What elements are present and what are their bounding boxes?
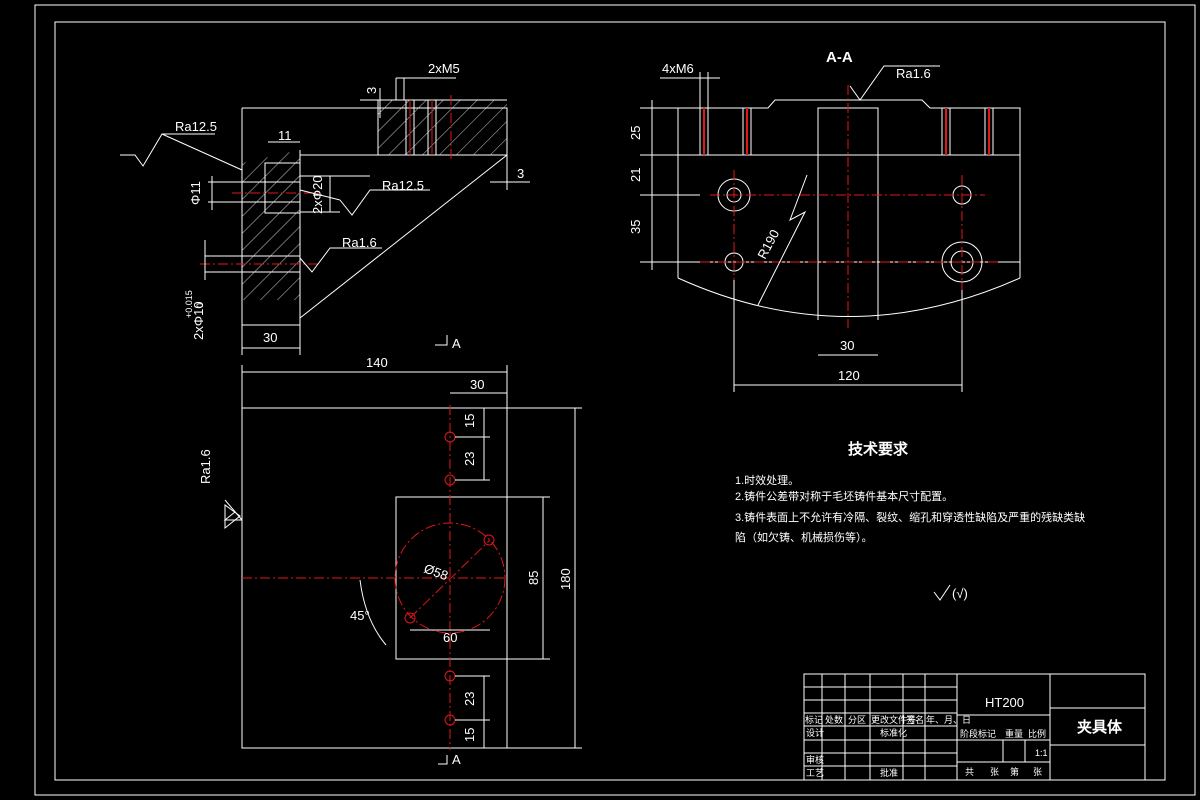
row-standard: 标准化	[880, 727, 907, 738]
row-approve: 批准	[880, 767, 898, 778]
col-header-mark: 标记	[805, 714, 823, 725]
front-view: 140 30 15 23 23 15 85 180 60 Ø58 45° Ra1…	[198, 355, 582, 767]
dim-3-right: 3	[517, 166, 524, 181]
dim-30-front: 30	[470, 377, 484, 392]
thread-callout-2xm5: 2xM5	[428, 61, 460, 76]
inner-frame	[54, 21, 1166, 781]
dim-23-top: 23	[462, 452, 477, 466]
sheet-number-prefix: 第	[1010, 766, 1019, 777]
dim-60: 60	[443, 630, 457, 645]
col-header-change-doc: 更改文件号	[871, 714, 916, 725]
dim-2x-phi10: 2xΦ10	[191, 301, 206, 340]
dim-11: 11	[278, 128, 292, 143]
stage-mark-header: 阶段标记	[960, 728, 996, 739]
dim-15-bottom: 15	[462, 728, 477, 742]
dim-45-deg: 45°	[350, 608, 370, 623]
sheet-number-suffix: 张	[1033, 767, 1042, 777]
row-process: 工艺	[806, 768, 824, 778]
sheet-total-suffix: 张	[990, 767, 999, 777]
row-design: 设计	[806, 727, 824, 738]
dim-30-left: 30	[263, 330, 277, 345]
section-view-a-a: A-A R190	[628, 49, 1021, 392]
col-header-sign: 签名	[906, 714, 924, 725]
dim-35: 35	[628, 220, 643, 234]
roughness-ra12-5-right: Ra12.5	[382, 178, 424, 193]
dim-23-bottom: 23	[462, 692, 477, 706]
section-title: A-A	[826, 49, 853, 66]
tech-title: 技术要求	[848, 440, 909, 458]
dim-phi11: Φ11	[188, 181, 203, 205]
tech-item-1: 1.时效处理。	[735, 473, 799, 487]
thread-callout-4xm6: 4xM6	[662, 61, 694, 76]
dim-25: 25	[628, 126, 643, 140]
dim-140: 140	[366, 355, 388, 370]
part-name: 夹具体	[1077, 718, 1123, 736]
title-block: 标记 处数 分区 更改文件号 签名 年、月、日 设计 标准化 审核 工艺 批准 …	[803, 673, 1146, 781]
dim-30-right: 30	[840, 338, 854, 353]
dim-120: 120	[838, 368, 860, 383]
section-marker-bottom: A	[452, 752, 461, 767]
roughness-note: (√)	[952, 586, 968, 601]
dim-21: 21	[628, 168, 643, 182]
roughness-ra1-6-left: Ra1.6	[342, 235, 377, 250]
tech-item-2: 2.铸件公差带对称于毛坯铸件基本尺寸配置。	[735, 489, 953, 503]
section-marker-top: A	[452, 336, 461, 351]
col-header-zone: 分区	[848, 715, 866, 725]
tech-item-4: 陷（如欠铸、机械损伤等）。	[735, 530, 873, 544]
roughness-ra1-6-section: Ra1.6	[896, 66, 931, 81]
outer-frame	[34, 4, 1196, 796]
dim-85: 85	[526, 571, 541, 585]
roughness-ra1-6-front: Ra1.6	[198, 449, 213, 484]
scale-value: 1:1	[1035, 748, 1048, 758]
left-top-view: 2xM5 3 11 3 30 Φ11 2xΦ20 2xΦ10 +0.015 0 …	[120, 61, 530, 355]
dim-3-top: 3	[364, 87, 379, 94]
tech-requirements: 技术要求 1.时效处理。 2.铸件公差带对称于毛坯铸件基本尺寸配置。 3.铸件表…	[735, 440, 1085, 601]
scale-header: 比例	[1028, 728, 1046, 739]
row-review: 审核	[806, 754, 824, 765]
radius-r190: R190	[754, 227, 782, 261]
col-header-count: 处数	[825, 714, 843, 725]
dim-15-top: 15	[462, 414, 477, 428]
sheet-total-prefix: 共	[965, 767, 974, 777]
tech-item-3: 3.铸件表面上不允许有冷隔、裂纹、缩孔和穿透性缺陷及严重的残缺类缺	[735, 510, 1085, 524]
roughness-ra12-5-left: Ra12.5	[175, 119, 217, 134]
dim-dia58: Ø58	[422, 561, 450, 584]
tol-plus: +0.015	[184, 290, 194, 318]
col-header-date: 年、月、日	[926, 714, 971, 725]
material-text: HT200	[985, 695, 1024, 710]
dim-180: 180	[558, 568, 573, 590]
tol-zero: 0	[195, 303, 205, 308]
weight-header: 重量	[1005, 728, 1023, 739]
